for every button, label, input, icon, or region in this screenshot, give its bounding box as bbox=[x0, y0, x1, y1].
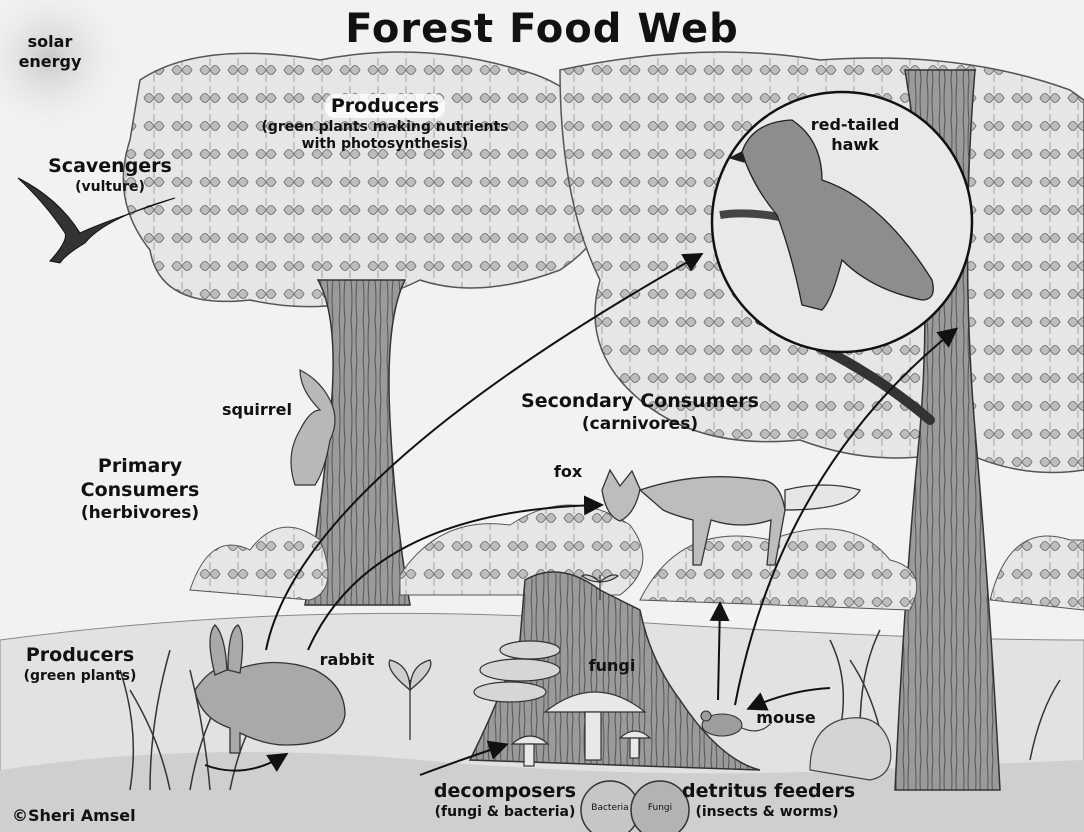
bacteria-tag: Bacteria bbox=[586, 803, 634, 814]
producers-top-label: Producers (green plants making nutrients… bbox=[235, 95, 535, 154]
primary-consumers-line-1: Primary bbox=[70, 455, 210, 479]
producers-top-sub-1: (green plants making nutrients bbox=[235, 119, 535, 137]
fungi-tag: Fungi bbox=[640, 803, 680, 814]
shrubs-far-right bbox=[990, 536, 1084, 610]
detritus-feeders-sub: (insects & worms) bbox=[682, 804, 852, 822]
scavengers-sub: (vulture) bbox=[40, 179, 180, 197]
solar-energy-label: solar energy bbox=[18, 32, 82, 72]
decomposers-label: decomposers (fungi & bacteria) bbox=[425, 780, 585, 821]
credit: ©Sheri Amsel bbox=[12, 806, 152, 826]
detritus-feeders-label: detritus feeders (insects & worms) bbox=[682, 780, 852, 821]
detritus-feeders-heading: detritus feeders bbox=[682, 780, 852, 804]
producers-bottom-label: Producers (green plants) bbox=[15, 644, 145, 685]
decomposers-heading: decomposers bbox=[425, 780, 585, 804]
mouse-label: mouse bbox=[756, 708, 816, 728]
hawk-label-line-2: hawk bbox=[800, 135, 910, 155]
scavengers-heading: Scavengers bbox=[48, 155, 172, 177]
scavengers-label: Scavengers (vulture) bbox=[40, 155, 180, 196]
primary-consumers-label: Primary Consumers (herbivores) bbox=[70, 455, 210, 524]
fungi-label: fungi bbox=[586, 656, 638, 676]
hawk-label-line-1: red-tailed bbox=[800, 115, 910, 135]
producers-top-heading: Producers bbox=[325, 94, 445, 118]
producers-top-sub-2: with photosynthesis) bbox=[235, 136, 535, 154]
secondary-consumers-label: Secondary Consumers (carnivores) bbox=[520, 390, 760, 435]
fox-label: fox bbox=[548, 462, 588, 482]
primary-consumers-sub: (herbivores) bbox=[70, 503, 210, 524]
decomposers-sub: (fungi & bacteria) bbox=[425, 804, 585, 822]
producers-bottom-sub: (green plants) bbox=[15, 668, 145, 686]
squirrel-label: squirrel bbox=[212, 400, 302, 420]
producers-bottom-heading: Producers bbox=[15, 644, 145, 668]
hawk-label: red-tailed hawk bbox=[800, 115, 910, 155]
secondary-consumers-heading: Secondary Consumers bbox=[520, 390, 760, 414]
primary-consumers-line-2: Consumers bbox=[70, 479, 210, 503]
secondary-consumers-sub: (carnivores) bbox=[520, 414, 760, 435]
rabbit-label: rabbit bbox=[316, 650, 378, 670]
shrubs-left bbox=[190, 527, 328, 600]
page-title: Forest Food Web bbox=[0, 4, 1084, 54]
left-tree-canopy bbox=[123, 52, 611, 307]
